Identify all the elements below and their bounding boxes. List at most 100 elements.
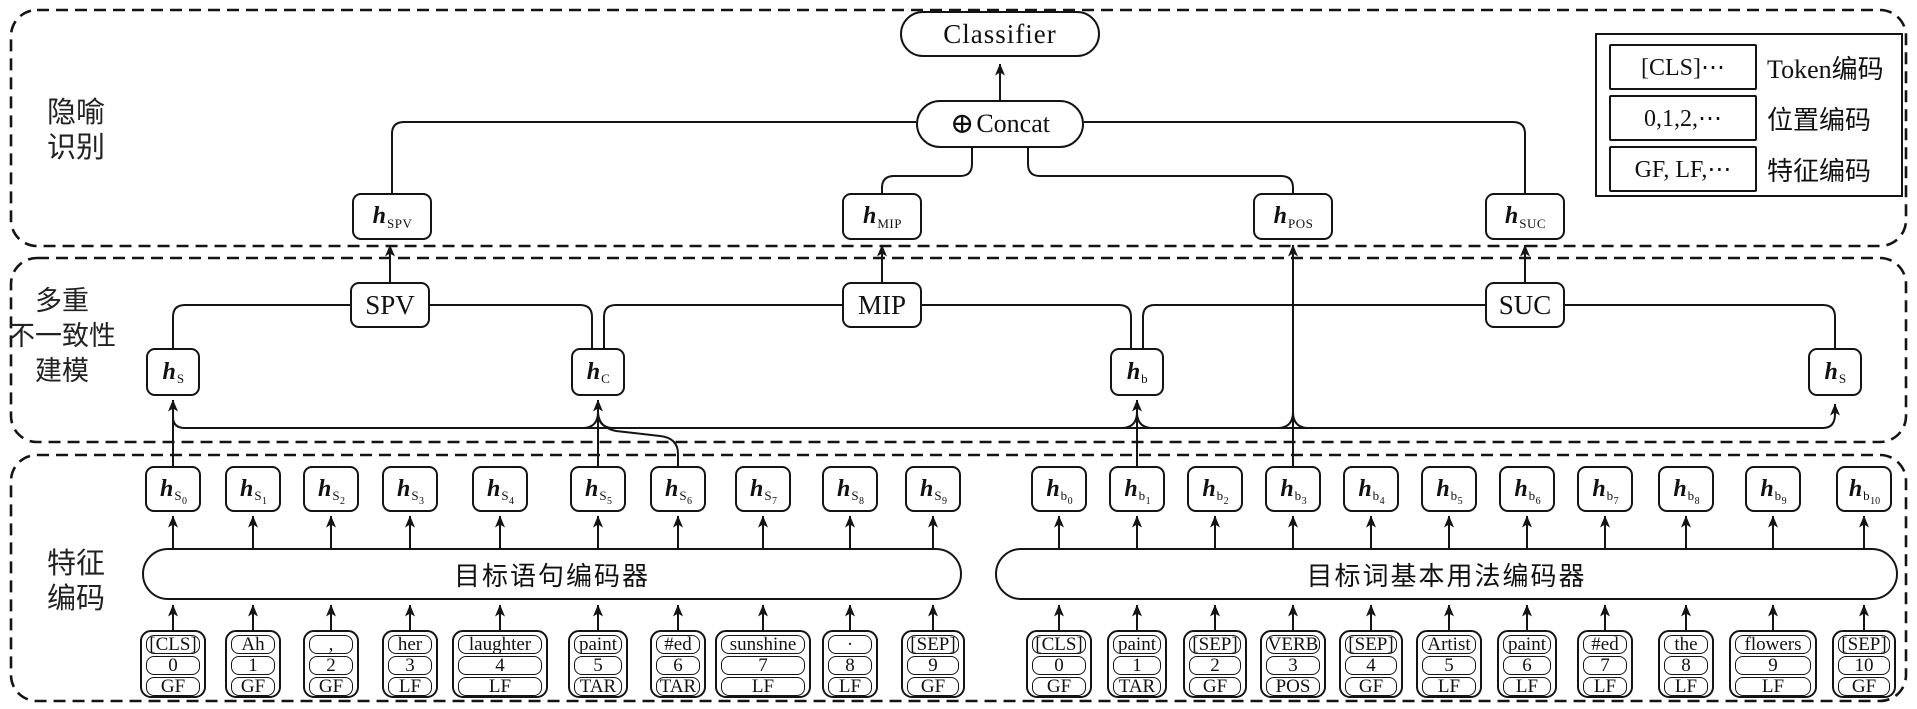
h-s4-vector-main: h [486,475,501,502]
basic-token-stack-10-position: 10 [1838,656,1890,675]
legend-box: [CLS]⋯ Token编码 0,1,2,⋯ 位置编码 GF, LF,⋯ 特征编… [1595,33,1903,197]
sentence-token-stack-1-feature: GF [231,677,275,696]
h-b0-vector-sub: b [1060,488,1068,503]
sentence-token-stack-1-position: 1 [231,656,275,675]
sentence-token-stack-5-position: 5 [574,656,622,675]
link-hpos-concat [1027,148,1294,193]
sentence-token-stack-9-position: 9 [907,656,959,675]
basic-token-stack-1-token: paint [1113,635,1161,654]
basic-token-stack-3-position: 3 [1266,656,1320,675]
legend-sample-position: 0,1,2,⋯ [1609,95,1757,141]
basic-token-stack-8-position: 8 [1664,656,1708,675]
h-s2-sub: S [1838,371,1847,386]
sentence-token-stack-4-token: laughter [458,635,542,654]
h-s3-vector-idx: 3 [419,495,425,507]
h-s7-vector-sub: S [764,488,773,503]
sentence-token-stack-2-feature: GF [309,677,353,696]
h-spv-main: h [372,203,386,229]
h-b-sub: b [1141,371,1149,386]
classifier-label: Classifier [943,18,1057,49]
basic-token-stack-10-feature: GF [1838,677,1890,696]
h-b10-vector-main: h [1848,475,1863,502]
h-b9-vector-main: h [1760,475,1774,502]
h-b4-vector-idx: 4 [1379,495,1385,507]
basic-token-stack-10-token: [SEP] [1838,635,1890,654]
link-hmip-concat [881,148,973,193]
h-b6-vector-idx: 6 [1535,495,1541,507]
legend-label-token: Token编码 [1767,54,1884,84]
h-s3-vector-sub: S [411,488,420,503]
h-s2-vector-main: h [317,475,332,502]
section-label-recognition: 隐喻 识别 [46,97,105,164]
h-b3-vector-sub: b [1294,488,1302,503]
h-s-main: h [162,358,176,385]
sentence-token-stack-9-token: [SEP] [907,635,959,654]
h-s0-vector-idx: 0 [182,495,188,507]
basic-token-stack-2-token: [SEP] [1189,635,1241,654]
basic-token-stack-6-feature: LF [1503,677,1551,696]
basic-token-stack-8-feature: LF [1664,677,1708,696]
basic-token-stack-3-feature: POS [1266,677,1320,696]
sentence-token-stack-0-token: [CLS] [146,635,200,654]
h-s5-vector-main: h [584,475,599,502]
sentence-token-stack-5-token: paint [574,635,622,654]
h-s2-vector-sub: S [332,488,341,503]
sentence-token-stack-7-feature: LF [721,677,805,696]
sentence-token-stack-1-token: Ah [231,635,275,654]
basic-token-stack-2-position: 2 [1189,656,1241,675]
basic-token-stack-4-position: 4 [1345,656,1397,675]
h-s1-vector-idx: 1 [262,495,268,507]
sentence-token-stack-6-position: 6 [656,656,700,675]
h-b8-vector-sub: b [1687,488,1695,503]
section-label-feature: 特征 编码 [46,548,105,615]
h-mip-main: h [863,203,877,229]
h-s5-vector-sub: S [599,488,608,503]
oplus-icon: ⊕ [950,108,975,140]
h-b4-vector-main: h [1358,475,1372,502]
h-s1-vector-sub: S [254,488,263,503]
basic-token-stack-0-feature: GF [1032,677,1086,696]
sentence-token-stack-3-feature: LF [388,677,432,696]
sentence-token-stack-2-position: 2 [309,656,353,675]
h-b1-vector-main: h [1124,475,1138,502]
h-b1-vector-sub: b [1138,488,1146,503]
h-b10-vector-sub: b [1863,488,1871,503]
h-s9-vector-main: h [919,475,934,502]
h-pos-sub: POS [1288,215,1314,231]
h-s6-vector-sub: S [679,488,688,503]
h-s7-vector-idx: 7 [772,495,778,507]
section-frame-feature [9,453,1908,703]
h-s2-main: h [1824,358,1838,385]
h-s4-vector-sub: S [501,488,510,503]
basic-token-stack-6-position: 6 [1503,656,1551,675]
h-s-sub: S [176,371,185,386]
link-hc-spv [430,304,593,348]
basic-token-stack-7-feature: LF [1583,677,1627,696]
basic-token-stack-0-token: [CLS] [1032,635,1086,654]
sentence-token-stack-8-feature: LF [828,677,872,696]
sentence-token-stack-2-token: , [309,635,353,654]
link-hspv-concat [391,121,916,193]
h-s7-vector-main: h [749,475,764,502]
